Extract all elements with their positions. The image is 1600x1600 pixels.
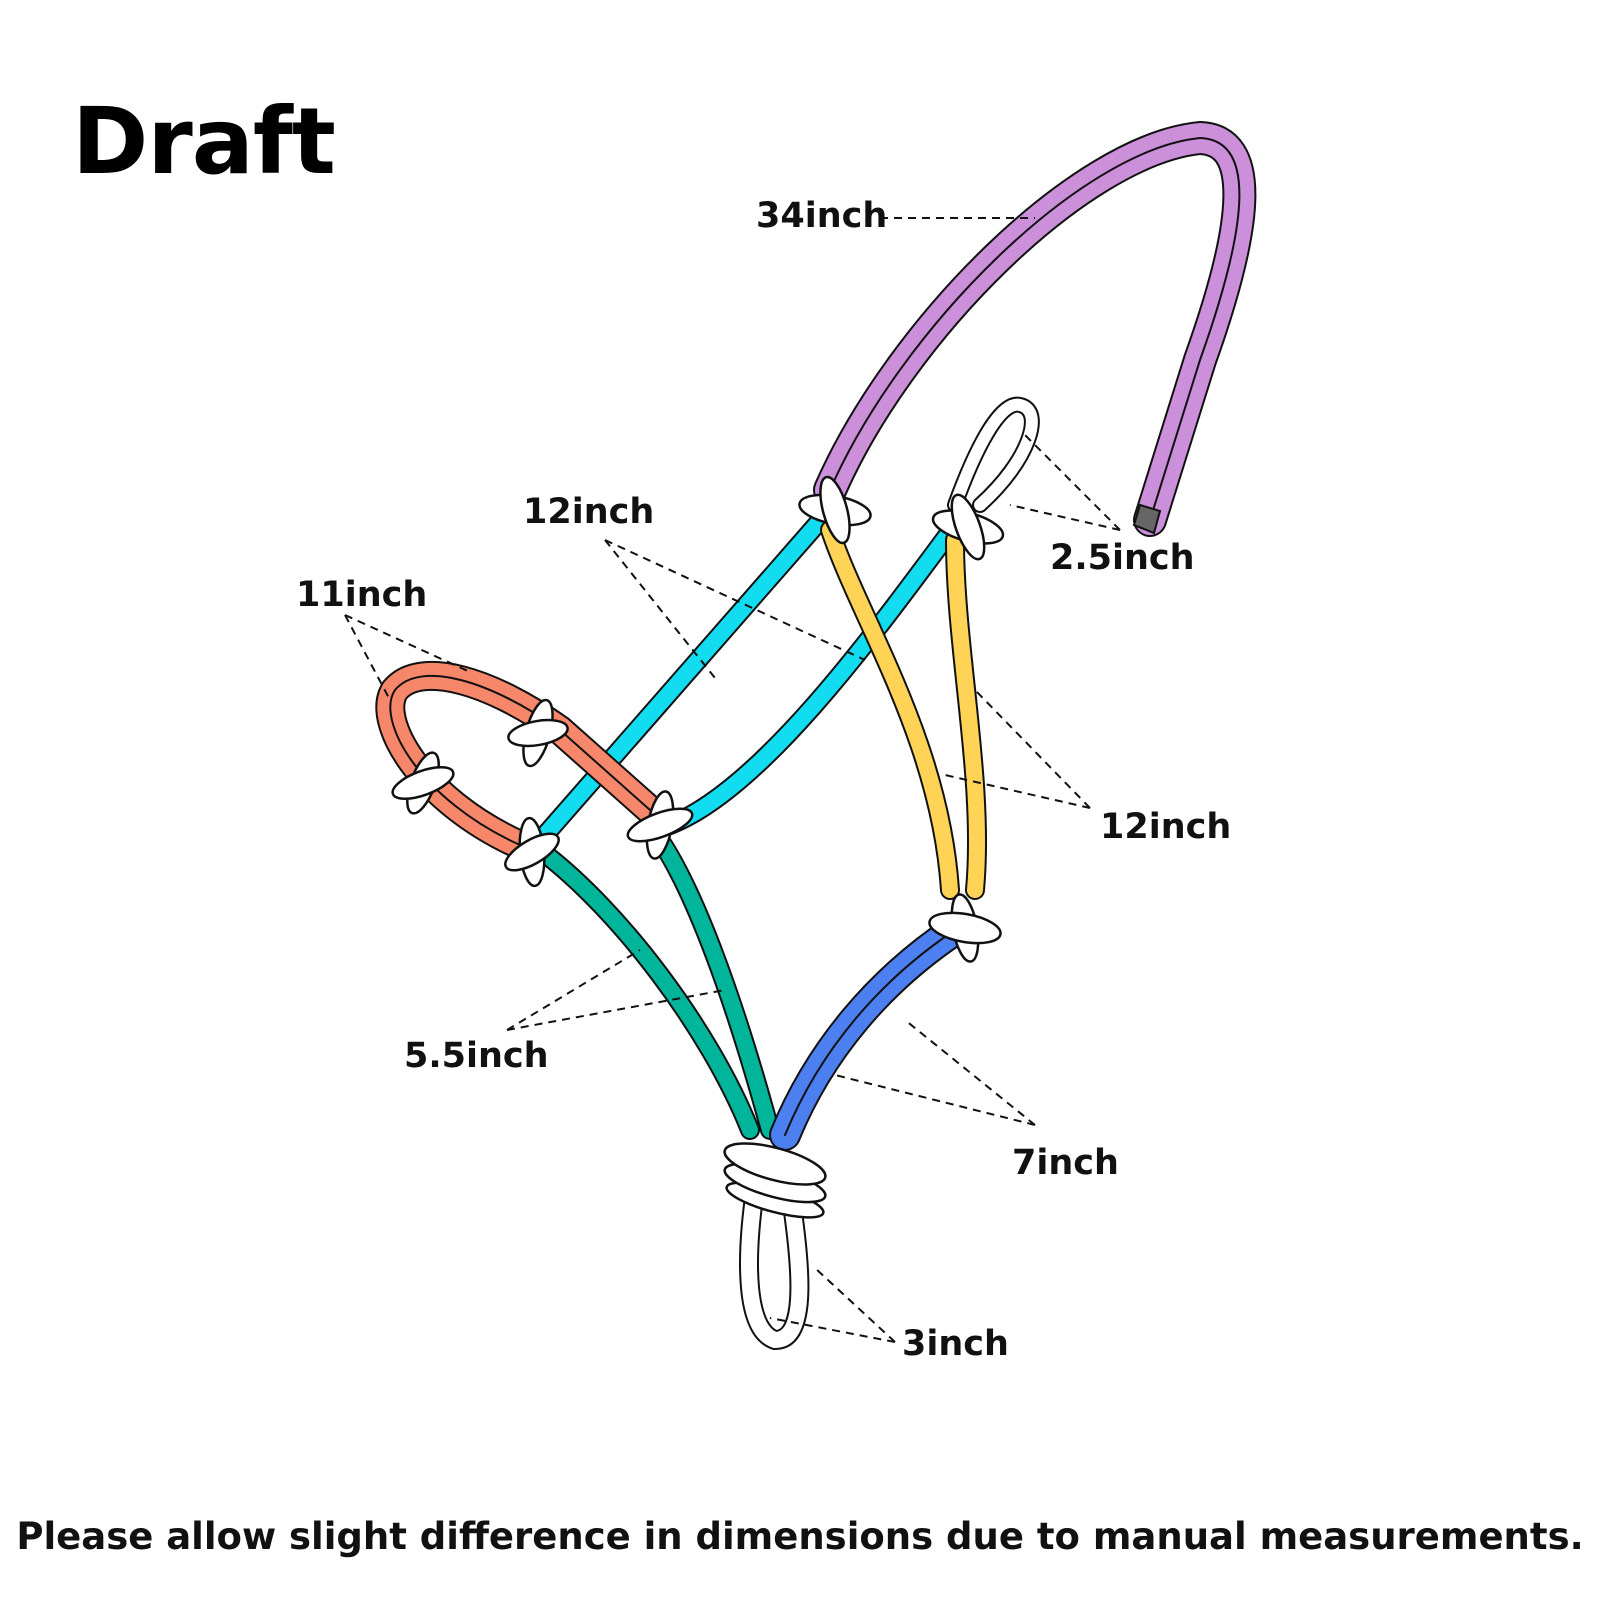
label-eye-loop: 2.5inch (1050, 538, 1195, 578)
knots (391, 475, 1005, 1219)
label-chin: 5.5inch (404, 1036, 549, 1076)
cheek-ropes (535, 505, 965, 845)
label-cheek: 12inch (523, 492, 655, 532)
lower-rope (769, 914, 971, 1151)
label-lower: 7inch (1012, 1143, 1119, 1183)
disclaimer-footer: Please allow slight difference in dimens… (16, 1515, 1584, 1558)
label-throat: 12inch (1100, 807, 1232, 847)
leader-lines (344, 217, 1121, 1343)
nose-band (375, 660, 665, 860)
crown-rope (813, 120, 1257, 537)
label-crown: 34inch (756, 196, 888, 236)
label-lead-loop: 3inch (902, 1324, 1009, 1364)
label-nose: 11inch (296, 575, 428, 615)
crown-tip (1132, 503, 1162, 535)
diagram-title: Draft (72, 88, 336, 195)
chin-ropes (530, 830, 780, 1140)
throat-ropes (820, 520, 988, 900)
